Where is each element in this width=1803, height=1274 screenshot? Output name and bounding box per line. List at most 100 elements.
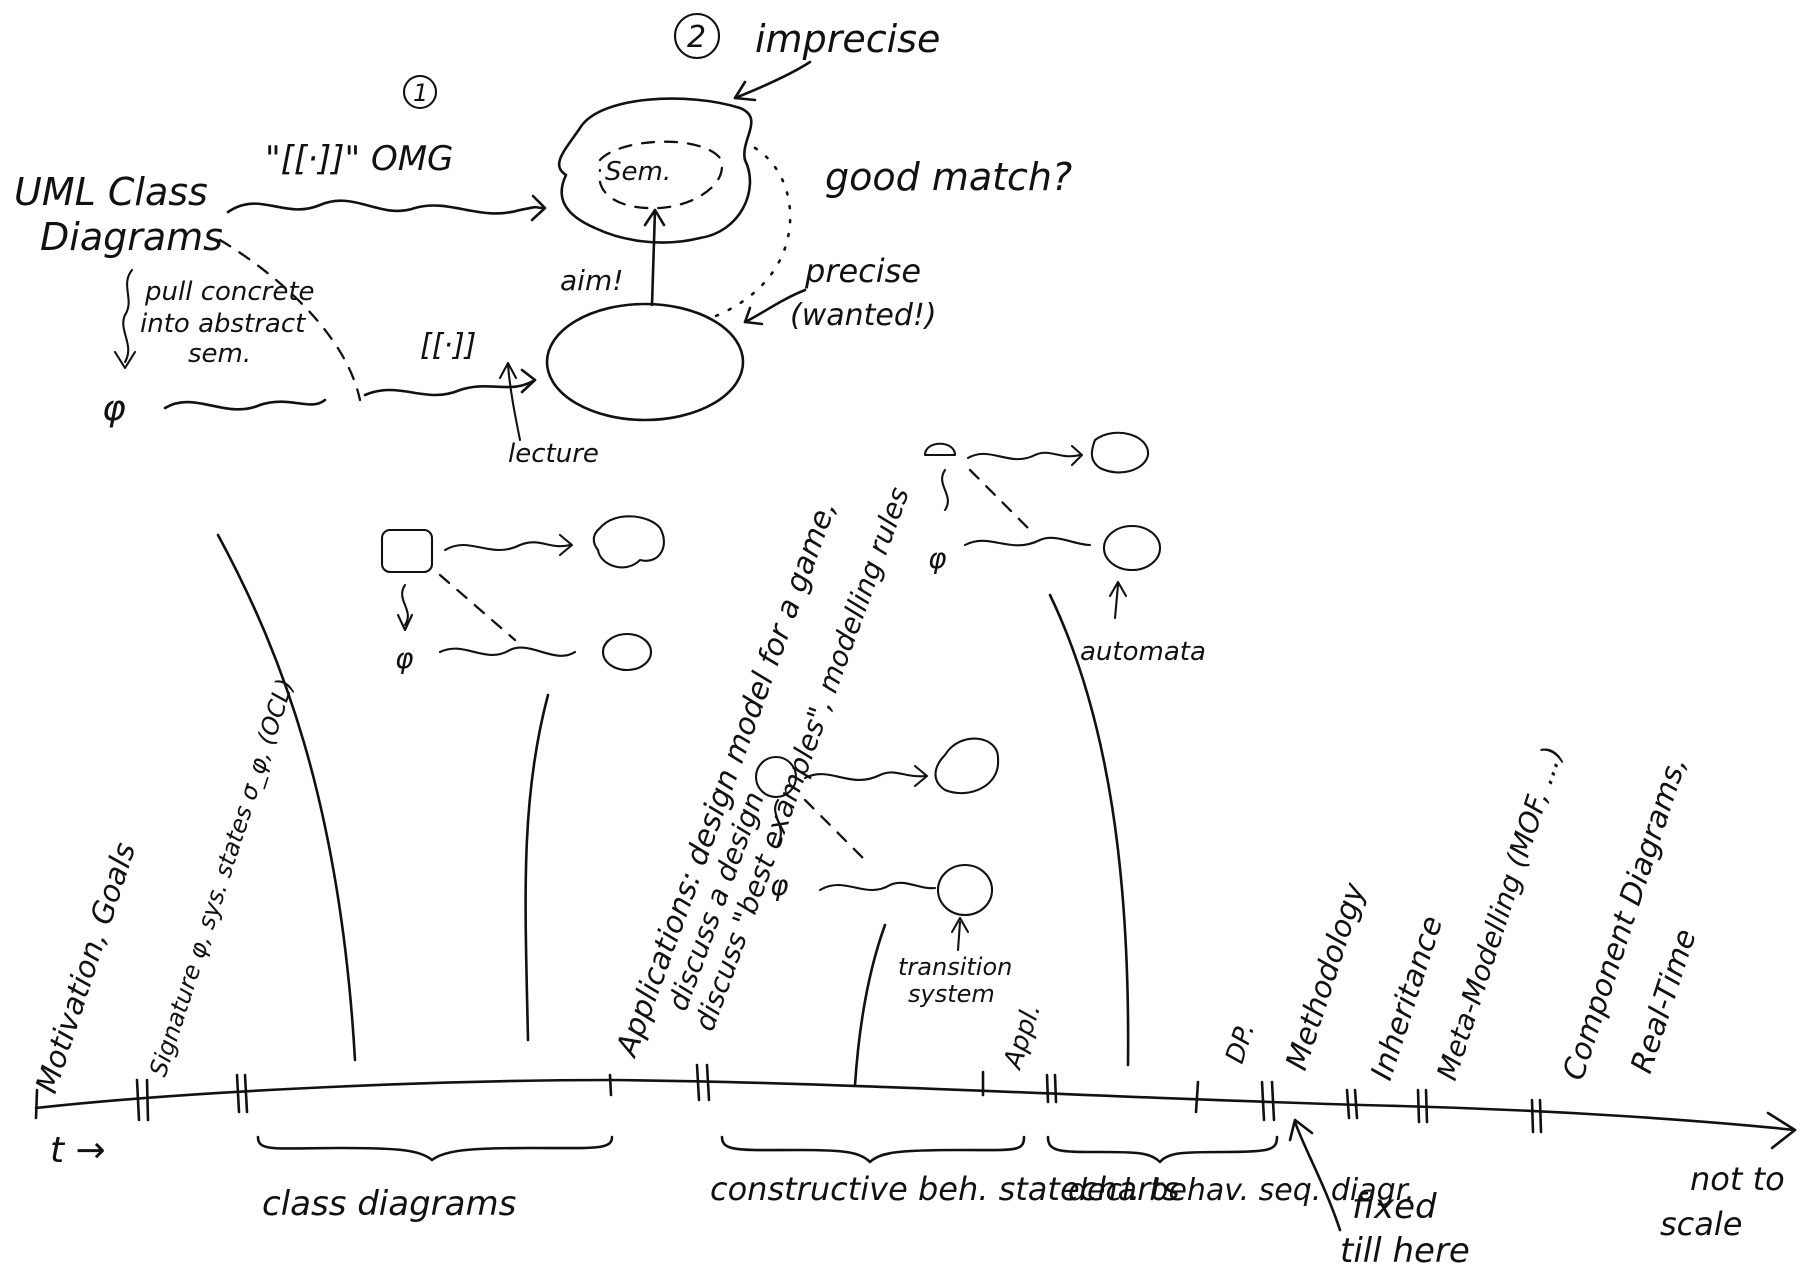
brace-label-class-diagrams: class diagrams (262, 1184, 516, 1224)
wanted-label: (wanted!) (790, 298, 937, 333)
imprecise-label: imprecise (755, 17, 940, 61)
lecture-arrow (506, 363, 522, 442)
mini-c-dashed (803, 798, 872, 867)
omg-arrowhead (530, 194, 547, 222)
mini-dashed (438, 573, 517, 642)
circle-two-icon (673, 12, 721, 60)
tick-double-4 (695, 1063, 711, 1102)
mini-c-down-wave (774, 798, 782, 847)
mini-b-wavy-top (966, 451, 1082, 461)
mini-square (380, 528, 434, 574)
precise-arrow (743, 288, 807, 324)
brace-sequence-diagrams (1046, 1135, 1279, 1164)
mini-diagram-class: φ (380, 515, 665, 675)
tick-7 (1194, 1080, 1200, 1114)
precise-ellipse (545, 302, 745, 422)
precise-label: precise (804, 252, 921, 290)
transition-label-2: system (908, 980, 995, 1008)
phi-wavy-right (363, 378, 537, 397)
connector-automata (1048, 593, 1130, 1067)
brace-label-statecharts: constructive beh. statecharts (710, 1170, 1179, 1208)
mini-down-wave (401, 583, 409, 627)
top-diagram: UML Class Diagrams "[[·]]" OMG 1 2 impre… (14, 12, 1072, 469)
timeline-arrowhead (1766, 1111, 1797, 1150)
mini-b-arrowhead-top (1070, 444, 1084, 467)
mini-b-dashed (968, 468, 1032, 532)
phi-arrowhead (520, 368, 537, 394)
automata-arrow (1113, 583, 1120, 620)
brace-label-sequence-diagrams: decl. behav. seq. diagr. (1068, 1173, 1415, 1208)
precise-arrowhead (743, 306, 764, 326)
svg-text:DP.: DP. (1220, 1019, 1261, 1067)
svg-text:Appl.: Appl. (998, 1000, 1048, 1074)
mini-b-phi: φ (928, 542, 947, 575)
label-motivation: Motivation, Goals (29, 838, 143, 1097)
svg-text:Motivation, Goals: Motivation, Goals (29, 838, 143, 1097)
tick-double-9 (1345, 1088, 1359, 1120)
connector-class-left (216, 533, 357, 1062)
uml-class-label: UML Class (14, 170, 208, 214)
tick-double-6 (1045, 1073, 1058, 1104)
transition-arrow (956, 920, 962, 952)
automata-label: automata (1080, 637, 1206, 667)
circle-one-icon (402, 74, 438, 110)
aim-arrowhead (643, 208, 666, 227)
mini-down-arrowhead (396, 613, 414, 632)
not-to-scale-2: scale (1660, 1205, 1742, 1243)
fixed-label-2: till here (1340, 1231, 1470, 1271)
brace-statecharts (720, 1135, 1026, 1164)
label-dp: DP. (1220, 1019, 1261, 1067)
pull-arrowhead (113, 350, 137, 370)
label-signature: Signature φ, sys. states σ_φ, (OCL) (144, 675, 299, 1080)
pull-line1: pull concrete (144, 277, 315, 307)
label-meta-modelling: Meta-Modelling (MOF, ...) (1430, 742, 1569, 1084)
fixed-arrowhead (1288, 1118, 1314, 1142)
transition-label-1: transition (898, 953, 1012, 981)
aim-label: aim! (560, 264, 623, 297)
svg-text:Meta-Modelling (MOF, ...): Meta-Modelling (MOF, ...) (1430, 742, 1569, 1084)
label-appl: Appl. (998, 1000, 1048, 1074)
mini-diagram-automata: φ automata (923, 431, 1206, 667)
label-component-diagrams: Component Diagrams, (1556, 752, 1694, 1084)
mini-c-circle (754, 755, 798, 799)
brace-class-diagrams (256, 1135, 614, 1162)
circle-two-number: 2 (687, 20, 706, 55)
imprecise-arrowhead (733, 80, 757, 102)
imprecise-arrow (733, 60, 812, 100)
semantic-cloud (557, 97, 753, 244)
mini-arrowhead-top (558, 533, 574, 557)
pull-brace (122, 268, 134, 364)
time-label: t → (50, 1130, 106, 1171)
not-to-scale-1: not to (1690, 1160, 1785, 1198)
mini-wavy-top (443, 541, 572, 552)
lecture-label: lecture (508, 439, 599, 469)
transition-arrowhead (950, 916, 970, 934)
omg-label: "[[·]]" OMG (265, 139, 453, 179)
lecture-bracket-label: [[·]] (420, 328, 476, 363)
svg-text:Signature φ, sys. states σ_φ,: Signature φ, sys. states σ_φ, (OCL) (144, 675, 299, 1080)
mini-cloud (592, 515, 665, 569)
mini-ellipse (601, 632, 653, 672)
tick-double-1 (135, 1078, 150, 1122)
tick-3 (608, 1073, 613, 1097)
mini-c-wavy-bottom (818, 881, 937, 892)
mini-c-cloud (934, 737, 1000, 795)
mini-c-phi: φ (770, 869, 789, 902)
phi-wavy-left (163, 398, 327, 411)
fixed-label-1: fixed (1352, 1187, 1437, 1227)
mini-b-wavy-bottom (963, 536, 1092, 547)
mini-diagram-statecharts: φ transition system (754, 737, 1012, 1008)
semantic-subset-dashed (598, 140, 723, 210)
aim-arrow (650, 208, 657, 307)
pull-line2: into abstract (140, 309, 306, 339)
good-match-dotted (703, 146, 792, 322)
tick-double-2 (235, 1073, 249, 1114)
timeline-axis (34, 1078, 1797, 1132)
svg-text:Methodology: Methodology (1279, 878, 1373, 1075)
mini-c-ellipse (936, 863, 994, 917)
svg-text:constructive beh. statecharts: constructive beh. statecharts (710, 1170, 1179, 1208)
good-match-label: good match? (825, 155, 1072, 199)
uml-to-phi-dashed (218, 238, 362, 402)
mini-b-down-wave (941, 468, 949, 512)
